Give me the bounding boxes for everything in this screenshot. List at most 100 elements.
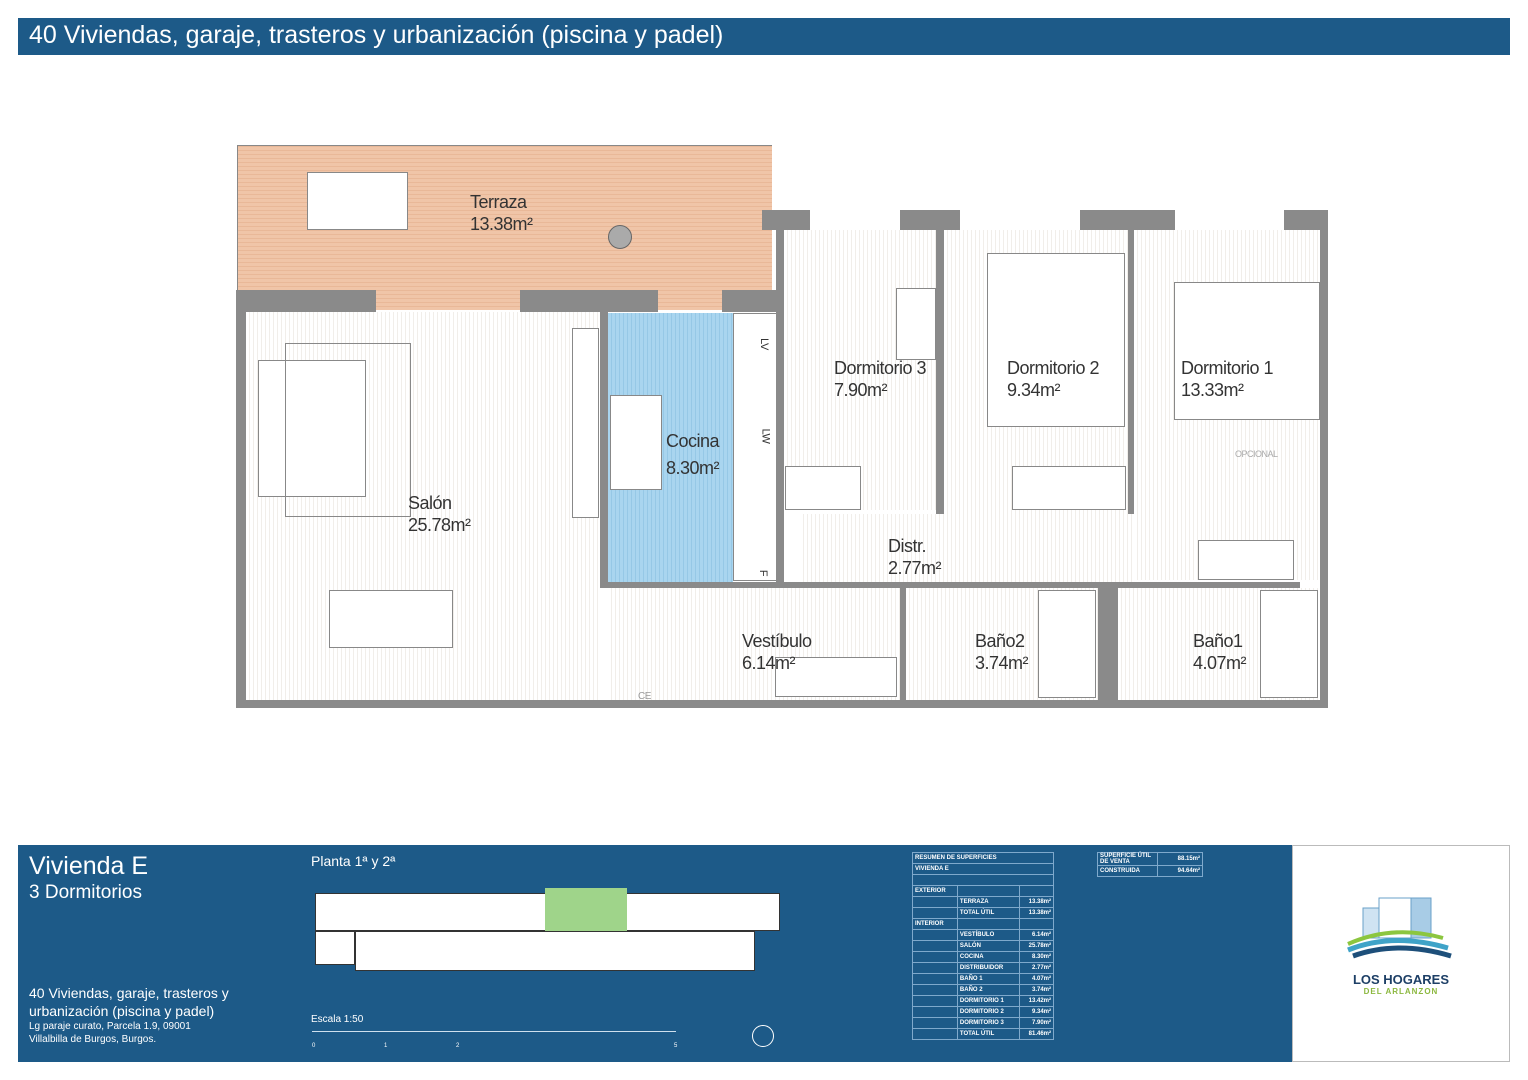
address-line-1: Lg paraje curato, Parcela 1.9, 09001 xyxy=(29,1021,191,1032)
summary-room: DORMITORIO 2 xyxy=(956,1006,1020,1018)
unit-bedrooms: 3 Dormitorios xyxy=(29,882,142,903)
wall xyxy=(520,290,658,312)
ce-label: CE xyxy=(638,691,651,702)
summary-area: 3.74m² xyxy=(1018,984,1055,996)
summary-area: 25.78m² xyxy=(1018,940,1055,952)
wall xyxy=(1080,210,1175,230)
summary-area: 6.14m² xyxy=(1018,929,1055,941)
logo-name: LOS HOGARES xyxy=(1352,972,1450,987)
shower xyxy=(1260,590,1318,698)
summary-room: BAÑO 1 xyxy=(956,973,1020,985)
kitchen-counter xyxy=(733,313,778,581)
summary-room: COCINA xyxy=(956,951,1020,963)
floor-label: Planta 1ª y 2ª xyxy=(311,853,396,869)
shower xyxy=(1038,590,1096,698)
fridge-label: F xyxy=(757,569,770,577)
unit-title: Vivienda E xyxy=(29,852,149,880)
distribuidor-room xyxy=(800,514,1134,584)
bed-dormitorio-3 xyxy=(896,288,936,360)
scale-bar xyxy=(312,1031,676,1032)
logo-building-icon xyxy=(1347,897,1452,959)
summary-room: SALÓN xyxy=(956,940,1020,952)
summary-area: 2.77m² xyxy=(1018,962,1055,974)
lw-label: LW xyxy=(759,428,772,444)
project-name: 40 Viviendas, garaje, trasteros y urbani… xyxy=(29,985,229,1019)
summary-room: VESTÍBULO xyxy=(956,929,1020,941)
summary-room: DORMITORIO 1 xyxy=(956,995,1020,1007)
wardrobe xyxy=(775,657,897,697)
wardrobe xyxy=(1198,540,1294,580)
sofa xyxy=(258,360,366,497)
summary-area: 4.07m² xyxy=(1018,973,1055,985)
wall xyxy=(600,312,608,588)
info-panel: Vivienda E 3 Dormitorios 40 Viviendas, g… xyxy=(18,845,1292,1062)
header-title: 40 Viviendas, garaje, trasteros y urbani… xyxy=(18,18,1510,55)
compass-icon xyxy=(752,1025,774,1047)
summary-area: 13.42m² xyxy=(1018,995,1055,1007)
key-plan xyxy=(315,888,780,974)
wardrobe xyxy=(1012,466,1126,510)
summary-room: BAÑO 2 xyxy=(956,984,1020,996)
wall xyxy=(722,290,782,312)
wall xyxy=(936,230,944,516)
scale-tick: 2 xyxy=(456,1043,460,1049)
wall xyxy=(236,290,376,312)
wall xyxy=(900,588,906,700)
scale-tick: 5 xyxy=(674,1043,678,1049)
wall xyxy=(1098,588,1118,700)
rug xyxy=(285,343,411,517)
kitchen-table xyxy=(610,395,662,490)
wardrobe xyxy=(785,466,861,510)
summary-room: DORMITORIO 3 xyxy=(956,1017,1020,1029)
wall xyxy=(776,230,784,588)
wall xyxy=(236,700,1328,708)
bed-dormitorio-2 xyxy=(987,253,1125,427)
optional-label: OPCIONAL xyxy=(1235,449,1278,459)
wall xyxy=(1284,210,1328,230)
dormitorio-3-room xyxy=(784,230,936,510)
wall xyxy=(1320,210,1328,708)
bed-dormitorio-1 xyxy=(1174,282,1320,420)
surface-summary-table: RESUMEN DE SUPERFICIES VIVIENDA E EXTERI… xyxy=(912,852,1055,1040)
wall xyxy=(600,582,1300,588)
scale-tick: 1 xyxy=(384,1043,388,1049)
room-label-distribuidor: Distr.2.77m² xyxy=(888,536,942,578)
wall xyxy=(236,290,246,708)
summary-area: 7.90m² xyxy=(1018,1017,1055,1029)
wall xyxy=(1128,230,1134,516)
scale-tick: 0 xyxy=(312,1043,316,1049)
wall xyxy=(762,210,810,230)
company-logo: LOS HOGARES DEL ARLANZON xyxy=(1292,845,1510,1062)
tv-unit xyxy=(572,328,599,518)
parasol xyxy=(608,225,632,249)
address-line-2: Villalbilla de Burgos, Burgos. xyxy=(29,1034,157,1045)
logo-subname: DEL ARLANZON xyxy=(1363,987,1439,996)
lv-label: LV xyxy=(757,338,770,350)
terrace-table xyxy=(307,172,408,230)
summary-area: 9.34m² xyxy=(1018,1006,1055,1018)
unit-highlight xyxy=(545,888,627,931)
summary-room: DISTRIBUIDOR xyxy=(956,962,1020,974)
scale-label: Escala 1:50 xyxy=(311,1014,364,1025)
summary-area: 8.30m² xyxy=(1018,951,1055,963)
